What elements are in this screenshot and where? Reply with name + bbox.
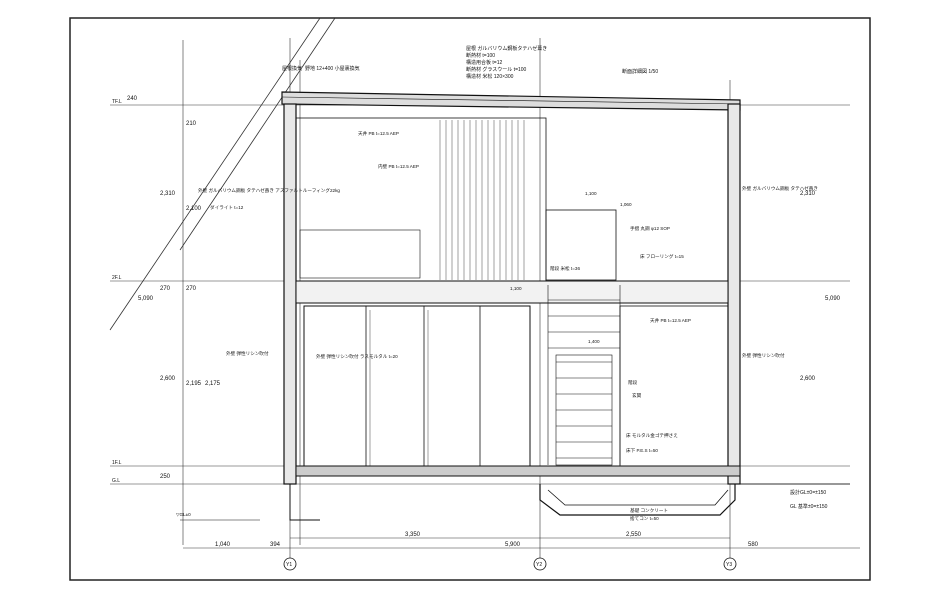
h-top: 240 xyxy=(127,96,138,102)
grid-bubble-y2 xyxy=(533,557,547,571)
note-base: 床下 P.E.S t=50 xyxy=(626,447,658,454)
roof-note-1: 断熱材 t=100 xyxy=(466,52,495,59)
h-v5: 270 xyxy=(160,286,171,292)
scale-note: 断面詳細図 1/50 xyxy=(622,68,658,75)
note-room-1f: 玄関 xyxy=(632,392,642,399)
height-dims: 240 210 2,310 2,100 5,090 270 270 2,600 … xyxy=(127,96,841,480)
building-section xyxy=(180,91,850,521)
roof-note-0: 屋根 ガルバリウム鋼板タテハゼ葺き xyxy=(466,45,547,52)
level-gl: G.L xyxy=(112,478,120,484)
note-stair: 階段 米松 t=36 xyxy=(550,265,580,272)
h-v4: 5,090 xyxy=(138,296,154,302)
note-floor-2f: 床 フローリング t=15 xyxy=(640,253,684,260)
grid-label-y1: Y1 xyxy=(286,562,292,568)
grid-bubble-y3 xyxy=(723,557,737,571)
small-label-2: 1,100 xyxy=(585,191,597,196)
roof-notes: 屋根 ガルバリウム鋼板タテハゼ葺き 断熱材 t=100 構造用合板 t=12 断… xyxy=(282,45,658,80)
upper-louver xyxy=(439,120,525,280)
level-tfl: TF.L xyxy=(112,99,122,105)
roof-note-4: 構造材 米松 120×300 xyxy=(466,73,514,80)
level-1fl: 1F.L xyxy=(112,460,122,466)
h-v1: 210 xyxy=(186,121,197,127)
h-v2: 2,310 xyxy=(160,191,176,197)
roof-note-3: 断熱材 グラスウール t=100 xyxy=(466,66,527,73)
note-ceiling-1f: 天井 PB t=12.5 AEP xyxy=(650,317,691,324)
room-notes: 天井 PB t=12.5 AEP 外壁 ガルバリウム鋼板 タテハゼ葺き アスファ… xyxy=(198,130,818,522)
small-labels: ▽GL±0 1,400 1,100 1,060 1,100 xyxy=(176,191,632,517)
note-wall-ext-2f-left-b: ダイライト t=12 xyxy=(210,204,244,211)
top-note-1: 野地 12+400 小屋裏換気 xyxy=(305,65,360,72)
level-labels: TF.L 2F.L 1F.L G.L 設計GL±0=±150 GL 基準±0=±… xyxy=(112,99,828,510)
h-v3: 2,100 xyxy=(186,206,202,212)
dim-d2: 394 xyxy=(270,542,281,548)
small-label-0: ▽GL±0 xyxy=(176,512,191,517)
small-label-3: 1,060 xyxy=(620,202,632,207)
diagonal-lines xyxy=(109,17,336,331)
note-wall-ext-1f-right: 外壁 弾性リシン吹付 xyxy=(742,352,785,359)
h-v8: 2,195 xyxy=(186,381,202,387)
roof-note-2: 構造用合板 t=12 xyxy=(466,59,502,66)
grid-bubbles: Y1 Y2 Y3 xyxy=(283,557,737,571)
note-floor-1f: 床 モルタル金ゴテ押さえ xyxy=(626,432,678,439)
note-found-2: 捨てコン t=50 xyxy=(630,515,659,522)
dim-d3: 3,350 xyxy=(405,532,421,538)
note-wall-ext-2f-left: 外壁 ガルバリウム鋼板 タテハゼ葺き アスファルトルーフィング22kg xyxy=(198,187,340,194)
h-v7: 2,600 xyxy=(160,376,176,382)
h-v6: 270 xyxy=(186,286,197,292)
dim-d6: 580 xyxy=(748,542,759,548)
note-wall-ext-2f-right: 外壁 ガルバリウム鋼板 タテハゼ葺き xyxy=(742,185,818,192)
top-note-0: 屋根換気 xyxy=(282,65,302,72)
note-stair-label: 階段 xyxy=(628,379,638,386)
ground-note-2: GL 基準±0=±150 xyxy=(790,503,828,510)
h-v13: 5,090 xyxy=(825,296,841,302)
note-wall-int-2f: 内壁 PB t=12.5 AEP xyxy=(378,163,419,170)
small-label-1: 1,400 xyxy=(588,339,600,344)
note-wall-ext-1f-mid: 外壁 弾性リシン吹付 ラスモルタル t=20 xyxy=(316,353,398,360)
h-v10: 250 xyxy=(160,474,171,480)
note-handrail: 手摺 丸鋼 φ12 SOP xyxy=(630,225,670,232)
note-found: 基礎 コンクリート xyxy=(630,507,668,514)
dim-d1: 1,040 xyxy=(215,542,231,548)
note-wall-ext-1f-left: 外壁 弾性リシン吹付 xyxy=(226,350,269,357)
note-ceiling-2f: 天井 PB t=12.5 AEP xyxy=(358,130,399,137)
dim-d4: 5,900 xyxy=(505,542,521,548)
level-2fl: 2F.L xyxy=(112,275,122,281)
small-label-4: 1,100 xyxy=(510,286,522,291)
h-v9: 2,175 xyxy=(205,381,221,387)
bottom-dims: 1,040 394 3,350 5,900 2,550 580 xyxy=(183,532,860,549)
grid-label-y3: Y3 xyxy=(726,562,732,568)
ground-note: 設計GL±0=±150 xyxy=(790,489,826,496)
dim-d5: 2,550 xyxy=(626,532,642,538)
grid-bubble-y1 xyxy=(283,557,297,571)
h-v12: 2,600 xyxy=(800,376,816,382)
h-v11: 2,310 xyxy=(800,191,816,197)
grid-label-y2: Y2 xyxy=(536,562,542,568)
stair-treads xyxy=(547,285,621,466)
